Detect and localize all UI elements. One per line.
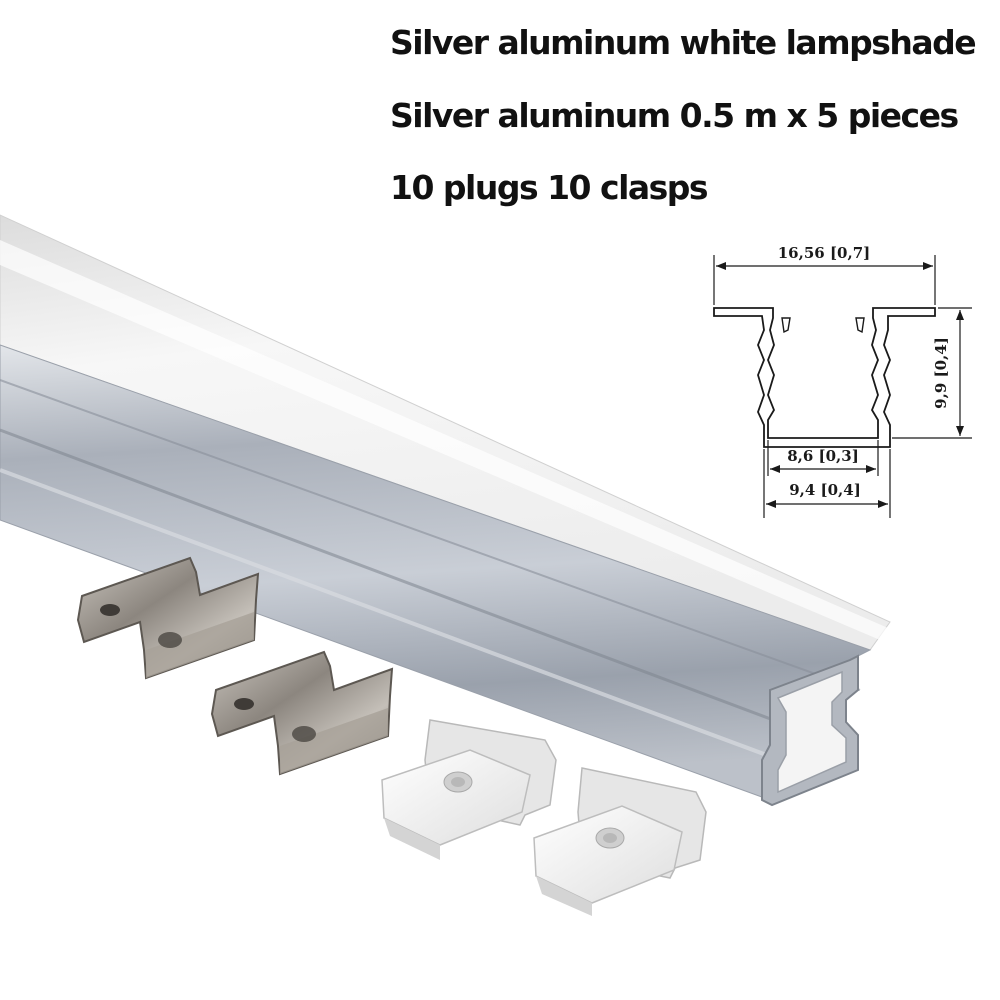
cross-section-diagram: 16,56 [0,7] 9,9 [0,4] 8,6 [0,3] 9,4 [0,4… [713, 244, 972, 518]
end-plug-1 [381, 719, 557, 860]
end-plug-2 [533, 767, 707, 916]
headline-line-2: Silver aluminum 0.5 m x 5 pieces [390, 96, 959, 135]
mounting-clasp-1 [76, 556, 260, 680]
inner-width-label: 8,6 [0,3] [787, 447, 859, 465]
aluminum-profile [0, 214, 891, 807]
mounting-clasp-2 [210, 650, 394, 776]
overall-width-label: 16,56 [0,7] [778, 244, 870, 262]
profile-end-face [761, 654, 859, 807]
headline-line-3: 10 plugs 10 clasps [390, 168, 709, 207]
height-label: 9,9 [0,4] [932, 337, 950, 409]
headline-line-1: Silver aluminum white lampshade [390, 23, 977, 62]
outer-bottom-width-label: 9,4 [0,4] [789, 481, 861, 499]
